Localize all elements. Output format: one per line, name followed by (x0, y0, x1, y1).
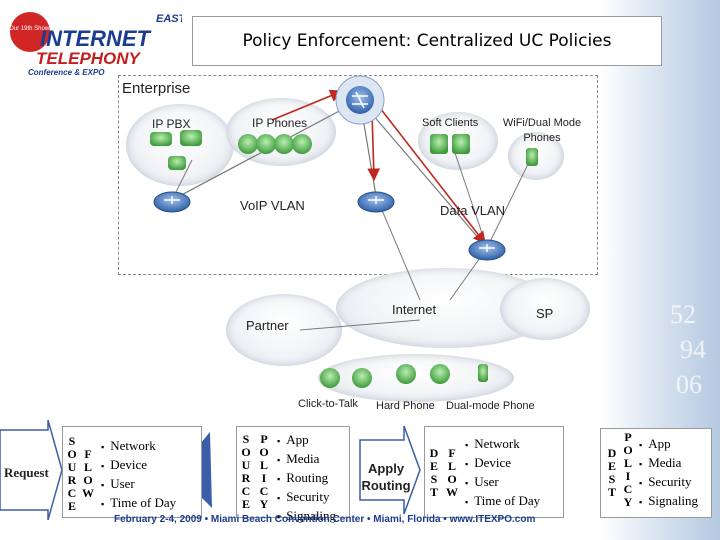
ip-pbx-label: IP PBX (152, 117, 191, 131)
partner-label: Partner (246, 318, 289, 333)
request-label: Request (4, 465, 49, 480)
link-voip-phones (171, 147, 271, 201)
footer-text: February 2-4, 2009 • Miami Beach Convent… (114, 514, 536, 525)
soft-clients-icon (430, 134, 470, 154)
hard-phone-label: Hard Phone (376, 400, 435, 412)
itexpo-logo: Our 19th Show! EAST INTERNET TELEPHONY C… (6, 8, 187, 80)
enterprise-label: Enterprise (122, 80, 191, 97)
voip-vlan-label: VoIP VLAN (240, 198, 305, 213)
logo-line2: TELEPHONY (36, 49, 142, 68)
ip-phones-label: IP Phones (252, 116, 308, 130)
edge-router-icon (357, 191, 395, 213)
hard-phone-icon (396, 364, 450, 384)
partner-cloud (226, 294, 342, 366)
ip-phones-icon (238, 134, 312, 154)
click-to-talk-label: Click-to-Talk (298, 398, 358, 410)
decorative-number: 94 (680, 335, 706, 364)
dual-mode-phone-icon (478, 364, 488, 382)
decorative-number: 06 (676, 370, 702, 399)
logo-line1: INTERNET (40, 26, 152, 51)
flow-chevron-1 (200, 432, 212, 508)
click-to-talk-icon (320, 368, 340, 388)
link-internet-partner (299, 319, 421, 331)
dest-policy-items: AppMedia SecuritySignaling (639, 435, 698, 511)
internet-label: Internet (392, 302, 437, 317)
source-flow-items: NetworkDevice UserTime of Day (101, 437, 176, 513)
ip-pbx-cloud (126, 104, 234, 186)
policy-arrow-right (379, 107, 486, 245)
data-vlan-label: Data VLAN (440, 203, 506, 218)
apply-routing-label: Apply Routing (361, 461, 411, 493)
logo-badge: Our 19th Show! (9, 26, 51, 32)
link-core-data (359, 99, 488, 249)
apply-routing-arrow (359, 425, 421, 515)
ip-phones-cloud (226, 98, 336, 166)
ip-pbx-icon (150, 130, 202, 170)
voip-router-icon (153, 191, 191, 213)
wifi-dual-mode-label: WiFi/Dual Mode Phones (502, 117, 582, 144)
decorative-number: 52 (670, 300, 696, 329)
logo-top-text: EAST (156, 13, 182, 25)
sip-server-icon (335, 75, 385, 125)
sp-label: SP (536, 306, 554, 321)
sp-cloud (500, 278, 590, 340)
slide-title-box: Policy Enforcement: Centralized UC Polic… (192, 16, 662, 66)
flow-arrows (0, 420, 421, 520)
dest-flow-items: NetworkDevice UserTime of Day (465, 435, 540, 511)
soft-clients-label: Soft Clients (422, 117, 479, 129)
policy-arrow-left (271, 89, 343, 121)
dual-mode-phone-label: Dual-mode Phone (446, 400, 535, 412)
data-router-icon (468, 239, 506, 261)
link-edge-internet (375, 195, 421, 301)
policy-items: AppMediaRouting SecuritySignaling (277, 431, 336, 526)
link-data-soft (453, 149, 488, 249)
logo-line3: Conference & EXPO (28, 68, 105, 77)
policy-arrow-down (367, 111, 381, 182)
request-arrow (0, 420, 63, 520)
source-policy-box: SOU RCE POL ICY AppMediaRouting Security… (236, 426, 350, 523)
link-data-wifi (486, 159, 531, 249)
wifi-phone-icon (526, 148, 538, 166)
partner-phone-icon (352, 368, 372, 388)
slide-title: Policy Enforcement: Centralized UC Polic… (242, 31, 612, 51)
